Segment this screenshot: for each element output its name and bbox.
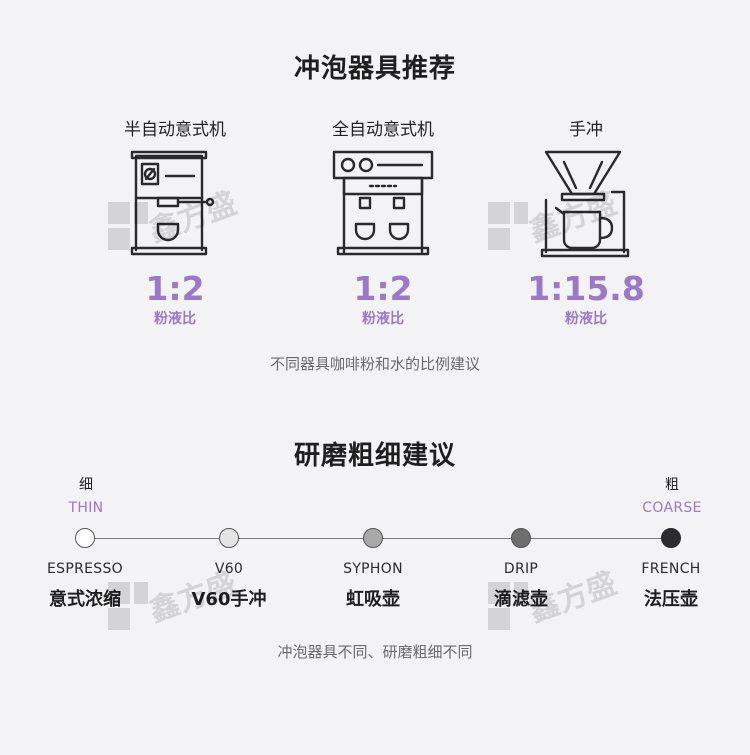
grind-section-title: 研磨粗细建议 xyxy=(293,441,456,471)
grind-label-en-french: FRENCH xyxy=(641,561,701,577)
grind-label-en-syphon: SYPHON xyxy=(343,561,403,577)
grind-label-cn-v60: V60手冲 xyxy=(191,589,267,610)
grind-label-cn-syphon: 虹吸壶 xyxy=(346,589,400,610)
grind-label-en-drip: DRIP xyxy=(503,561,539,577)
grind-dot-espresso xyxy=(75,528,95,548)
grind-label-cn-drip: 滴滤壶 xyxy=(494,589,548,610)
fine-label-cn: 细 xyxy=(79,477,93,493)
ratio-label-pour-over: 粉液比 xyxy=(565,311,607,327)
grind-dot-v60 xyxy=(219,528,239,548)
grind-label-en-espresso: ESPRESSO xyxy=(47,561,123,577)
grind-label-cn-french: 法压壶 xyxy=(644,589,698,610)
ratio-value-pour-over: 1:15.8 xyxy=(527,269,645,308)
device-label-full-auto: 全自动意式机 xyxy=(332,120,434,140)
grind-dot-french xyxy=(661,528,681,548)
fine-label-en: THIN xyxy=(68,500,104,516)
ratio-label-semi-auto: 粉液比 xyxy=(154,311,196,327)
device-label-semi-auto: 半自动意式机 xyxy=(124,120,226,140)
grind-dot-syphon xyxy=(363,528,383,548)
brewing-note: 不同器具咖啡粉和水的比例建议 xyxy=(269,355,480,373)
ratio-value-full-auto: 1:2 xyxy=(353,269,413,308)
coarse-label-cn: 粗 xyxy=(665,477,679,493)
grind-label-en-v60: V60 xyxy=(214,561,244,577)
brewing-section-title: 冲泡器具推荐 xyxy=(293,54,456,84)
ratio-label-full-auto: 粉液比 xyxy=(362,311,404,327)
device-label-pour-over: 手冲 xyxy=(569,120,603,140)
pour-over-dripper-icon xyxy=(540,148,632,260)
coarse-label-en: COARSE xyxy=(642,500,702,516)
grind-label-cn-espresso: 意式浓缩 xyxy=(49,589,121,610)
full-auto-espresso-machine-icon xyxy=(330,148,436,260)
grind-dot-drip xyxy=(511,528,531,548)
grind-note: 冲泡器具不同、研磨粗细不同 xyxy=(277,643,473,661)
semi-auto-espresso-machine-icon xyxy=(128,148,220,260)
ratio-value-semi-auto: 1:2 xyxy=(145,269,205,308)
